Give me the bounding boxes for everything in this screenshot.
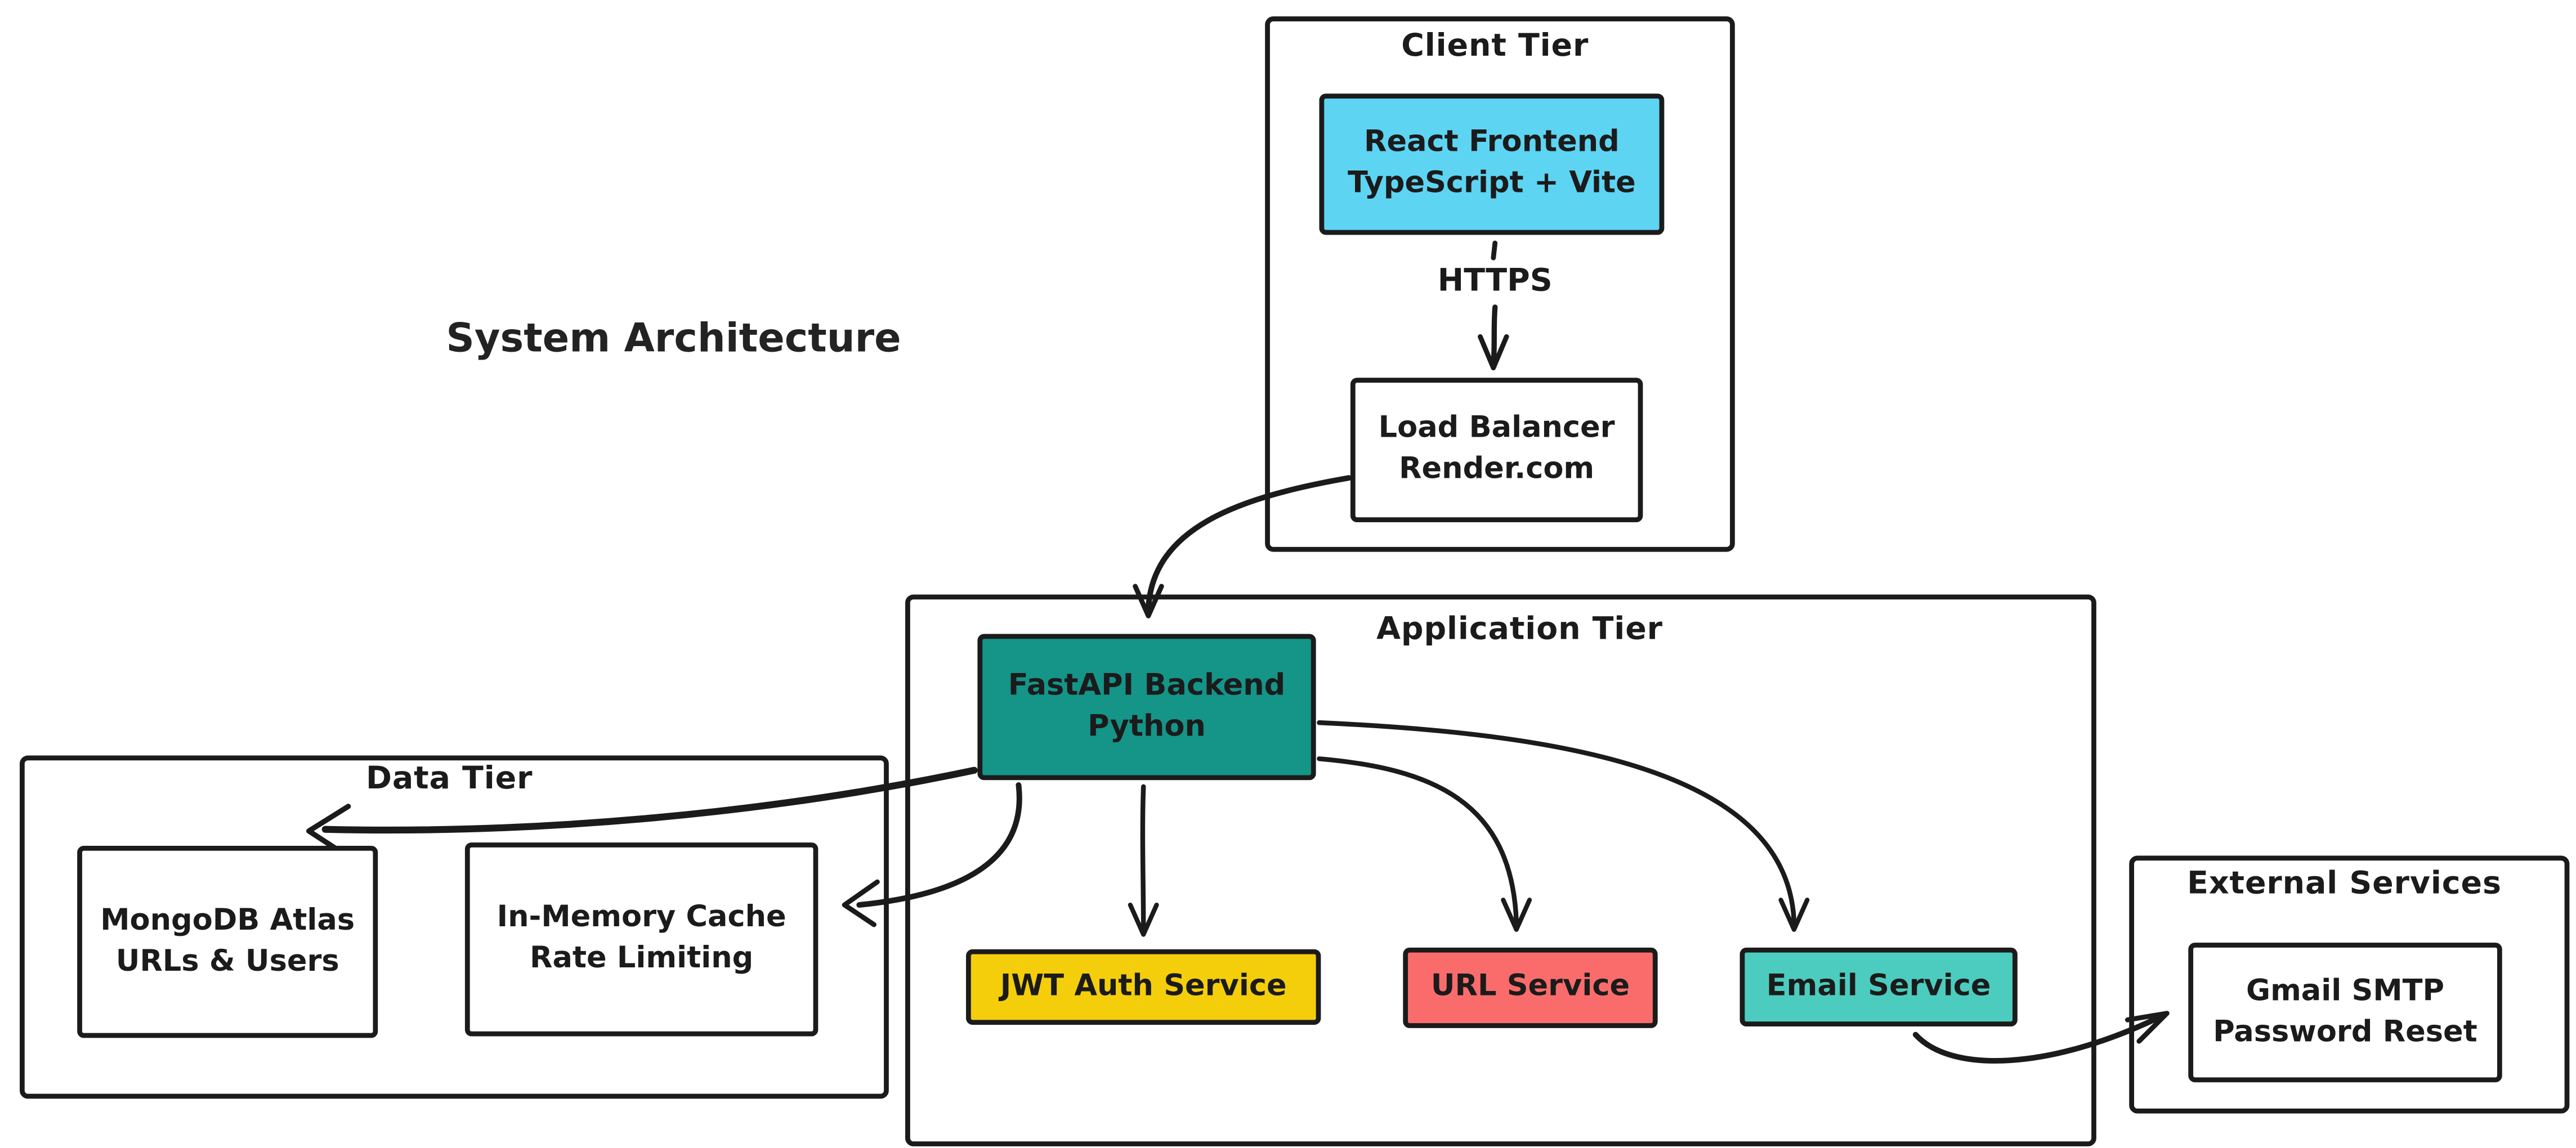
data-tier-label: Data Tier (365, 760, 533, 797)
fastapi-line2: Python (1088, 708, 1206, 743)
react-frontend-line2: TypeScript + Vite (1348, 165, 1636, 201)
external-services-label: External Services (2187, 865, 2502, 902)
load-balancer-line2: Render.com (1399, 451, 1595, 486)
react-frontend-line1: React Frontend (1364, 125, 1620, 160)
gmail-line2: Password Reset (2213, 1014, 2477, 1049)
react-frontend-node: React Frontend TypeScript + Vite (1319, 93, 1665, 235)
external-services-container (2129, 855, 2570, 1114)
in-memory-cache-node: In-Memory Cache Rate Limiting (464, 842, 819, 1037)
diagram-title: System Architecture (446, 315, 901, 362)
gmail-line1: Gmail SMTP (2246, 973, 2445, 1008)
https-label: HTTPS (1437, 262, 1553, 299)
jwt-auth-service-node: JWT Auth Service (966, 949, 1321, 1025)
client-tier-container (1265, 16, 1735, 552)
mongodb-line1: MongoDB Atlas (100, 903, 355, 938)
client-tier-label: Client Tier (1401, 28, 1589, 64)
application-tier-container (905, 594, 2096, 1147)
url-service-node: URL Service (1403, 947, 1658, 1028)
load-balancer-node: Load Balancer Render.com (1350, 378, 1643, 523)
url-service-label: URL Service (1430, 969, 1630, 1004)
fastapi-line1: FastAPI Backend (1008, 667, 1286, 703)
cache-line2: Rate Limiting (530, 941, 754, 976)
mongodb-line2: URLs & Users (115, 943, 339, 978)
gmail-smtp-node: Gmail SMTP Password Reset (2188, 943, 2502, 1083)
data-tier-container (20, 755, 889, 1099)
email-service-node: Email Service (1739, 947, 2018, 1026)
load-balancer-line1: Load Balancer (1378, 411, 1615, 446)
email-service-label: Email Service (1766, 968, 1991, 1003)
fastapi-backend-node: FastAPI Backend Python (977, 634, 1316, 781)
application-tier-label: Application Tier (1376, 611, 1663, 647)
mongodb-atlas-node: MongoDB Atlas URLs & Users (77, 845, 378, 1038)
jwt-auth-service-label: JWT Auth Service (1000, 968, 1287, 1003)
cache-line1: In-Memory Cache (497, 900, 786, 935)
